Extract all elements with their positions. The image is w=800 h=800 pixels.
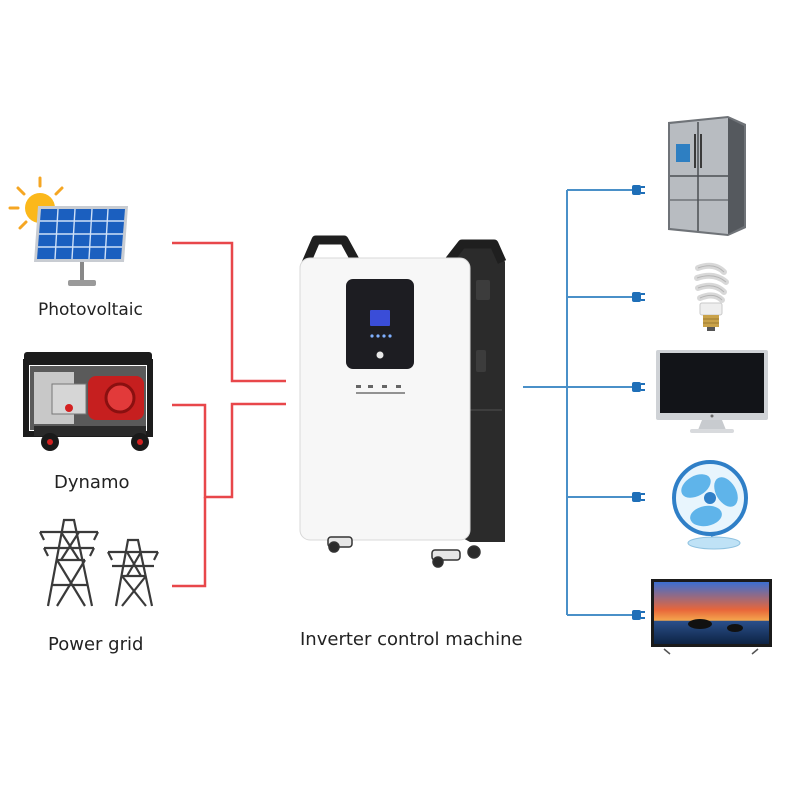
inverter-handle-left	[299, 235, 360, 270]
photovoltaic-wire	[172, 241, 286, 383]
plug-icon	[632, 185, 645, 195]
photovoltaic-label: Photovoltaic	[38, 300, 143, 320]
dynamo-wire	[172, 402, 286, 499]
solar-panel-icon	[34, 206, 128, 286]
electric-fan-icon	[672, 460, 748, 550]
dynamo-label: Dynamo	[54, 472, 130, 493]
load-plugs	[632, 185, 645, 620]
generator-icon	[23, 352, 153, 451]
inverter-machine	[299, 235, 507, 568]
inverter-handle-right	[444, 239, 507, 265]
power-button-icon	[376, 351, 384, 359]
source-wires	[172, 241, 286, 588]
transmission-tower-icon	[39, 518, 99, 607]
power-grid-wire	[172, 497, 207, 588]
plug-icon	[632, 382, 645, 392]
light-bulb-icon	[694, 262, 729, 331]
transmission-tower-icon	[107, 538, 159, 607]
inverter-display	[370, 310, 390, 326]
inverter-casters	[327, 536, 481, 568]
load-wires	[523, 189, 632, 616]
power-grid-label: Power grid	[48, 634, 144, 655]
inverter-label: Inverter control machine	[300, 629, 523, 650]
computer-monitor-icon	[656, 350, 768, 433]
plug-icon	[632, 610, 645, 620]
plug-icon	[632, 292, 645, 302]
television-icon	[651, 579, 772, 655]
refrigerator-icon	[668, 116, 746, 236]
plug-icon	[632, 492, 645, 502]
inverter-front-panel	[299, 257, 471, 541]
